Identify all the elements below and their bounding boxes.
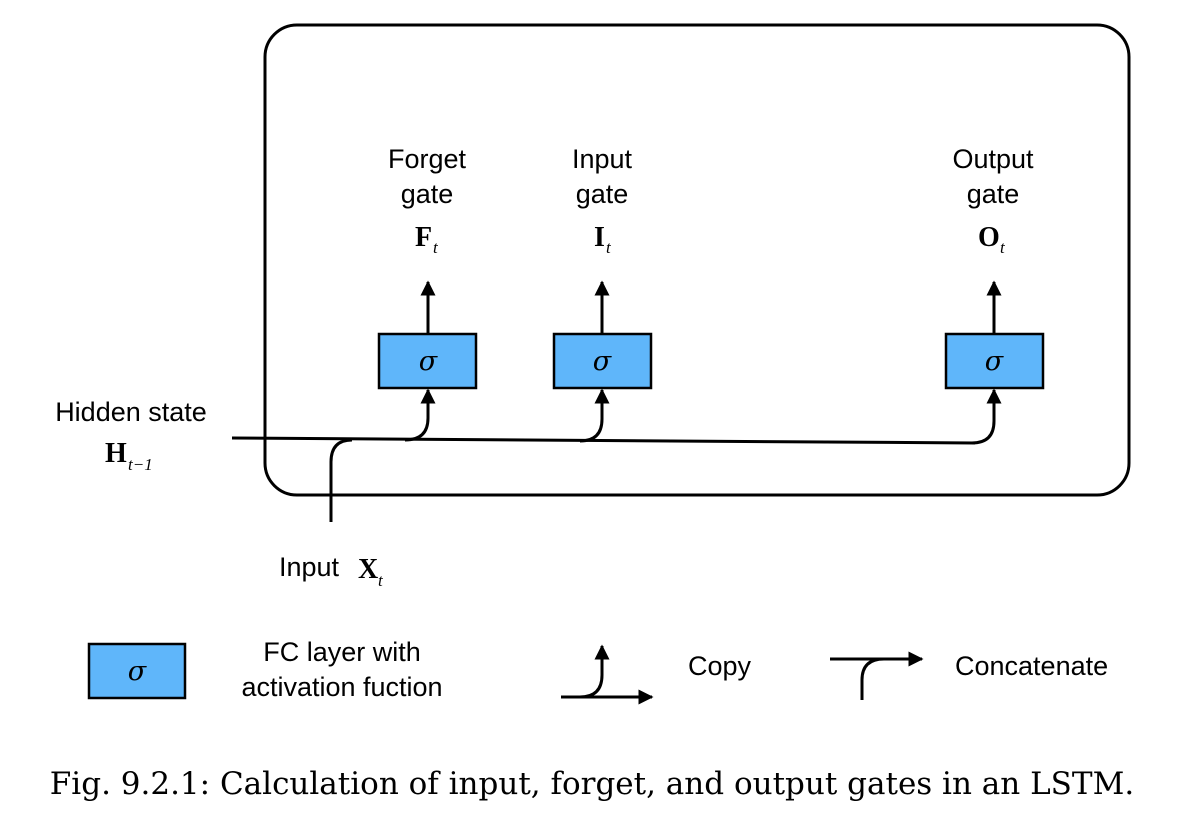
hidden-state-subscript: t−1 [128,455,153,474]
output-gate-subscript: t [1000,238,1006,257]
copy-arrow-branch [579,644,610,699]
forget-gate-symbol: F [415,222,432,253]
input-gate-sigma: σ [593,346,613,377]
lstm-cell-frame [263,23,1131,497]
figure-caption: Fig. 9.2.1: Calculation of input, forget… [49,766,1135,802]
input-gate-label-line1: Input [572,144,633,174]
input-x-symbol: X [358,554,378,585]
hidden-state-symbol: H [105,438,127,469]
concat-joining-line [860,657,885,700]
legend-fc-line2: activation fuction [241,672,442,702]
input-branch-arrow [579,388,610,443]
legend-fc-layer: σ FC layer with activation fuction [87,637,443,702]
forget-branch-arrow [404,388,436,442]
output-gate-symbol: O [978,222,1000,253]
input-x-label: Input [279,552,340,582]
diagram-canvas: σ Forget gate F t σ Input gate I t σ Out… [55,23,1131,705]
legend-copy: Copy [561,644,752,705]
forget-gate-label-line1: Forget [388,144,467,174]
input-x-line [329,438,353,522]
input-gate-subscript: t [606,238,612,257]
hidden-state-line [231,436,976,445]
hidden-state-label: Hidden state [55,397,207,427]
output-gate-label-line1: Output [952,144,1034,174]
forget-gate-sigma: σ [419,346,439,377]
legend-concatenate: Concatenate [830,651,1108,700]
forget-gate-subscript: t [433,238,439,257]
input-x-subscript: t [378,571,384,590]
forget-gate-sigma-box [377,332,478,390]
input-gate-symbol: I [594,222,605,253]
legend-fc-line1: FC layer with [263,637,421,667]
output-gate-sigma-box [944,332,1045,390]
legend-copy-label: Copy [688,651,752,681]
output-branch-arrow [971,388,1002,445]
legend-sigma-box [87,642,187,700]
output-gate-sigma: σ [985,346,1005,377]
forget-gate-label-line2: gate [401,179,454,209]
legend-concatenate-label: Concatenate [955,651,1108,681]
legend-sigma: σ [128,656,148,687]
output-gate-label-line2: gate [967,179,1020,209]
input-gate-label-line2: gate [576,179,629,209]
